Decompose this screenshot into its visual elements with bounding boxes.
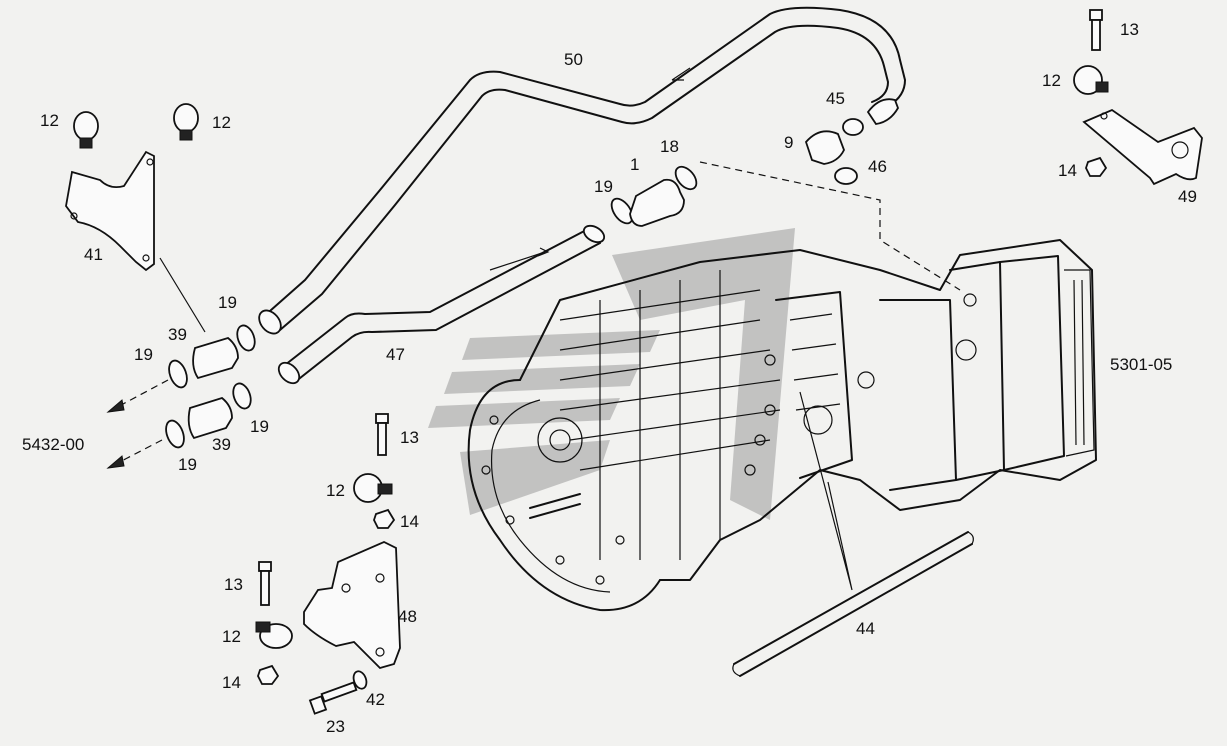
coolant-pipe-47 xyxy=(277,224,606,385)
callout-19-left-mid: 19 xyxy=(134,345,153,364)
callout-49: 49 xyxy=(1178,187,1197,206)
watermark-logo xyxy=(428,228,795,520)
clamp-12-lower xyxy=(255,621,293,649)
callout-45: 45 xyxy=(826,89,845,108)
callout-19-left-top: 19 xyxy=(218,293,237,312)
callout-12-lower: 12 xyxy=(222,627,241,646)
bracket-48 xyxy=(303,541,401,670)
callout-19-top: 19 xyxy=(594,177,613,196)
callout-5301-05: 5301-05 xyxy=(1110,355,1172,374)
nut-14-lower xyxy=(257,664,280,685)
callout-39-lower: 39 xyxy=(212,435,231,454)
bolt-23 xyxy=(308,681,358,715)
bolt-13-lower xyxy=(258,561,272,606)
callout-14-middle: 14 xyxy=(400,512,419,531)
flow-arrows-5432-00 xyxy=(106,379,169,469)
callout-23: 23 xyxy=(326,717,345,736)
hose-39-upper xyxy=(168,324,256,389)
bracket-41 xyxy=(65,150,206,333)
washer-42 xyxy=(352,670,368,690)
clamp-12-middle xyxy=(353,473,393,503)
callout-labels: 50 45 9 46 18 1 19 13 12 14 49 12 12 41 … xyxy=(22,20,1197,736)
callout-19-left-right: 19 xyxy=(250,417,269,436)
gearbox-assembly xyxy=(467,239,1097,612)
callout-14-top-right: 14 xyxy=(1058,161,1077,180)
callout-44: 44 xyxy=(856,619,875,638)
nut-14-top-right xyxy=(1085,156,1108,177)
callout-1: 1 xyxy=(630,155,639,174)
callout-48: 48 xyxy=(398,607,417,626)
callout-12-left-b: 12 xyxy=(212,113,231,132)
bolt-13-top-right xyxy=(1089,9,1103,51)
callout-13-top-right: 13 xyxy=(1120,20,1139,39)
hose-1-and-clamps xyxy=(610,161,961,291)
callout-9: 9 xyxy=(784,133,793,152)
bracket-49 xyxy=(1082,108,1203,186)
callout-39-upper: 39 xyxy=(168,325,187,344)
coolant-pipe-50 xyxy=(258,6,906,335)
clamp-12-left-a xyxy=(73,111,99,149)
callout-12-top-right: 12 xyxy=(1042,71,1061,90)
clamp-12-top-right xyxy=(1073,65,1109,95)
callout-46: 46 xyxy=(868,157,887,176)
callout-19-left-bottom: 19 xyxy=(178,455,197,474)
bolt-13-middle xyxy=(375,413,389,456)
callout-12-middle: 12 xyxy=(326,481,345,500)
callout-13-middle: 13 xyxy=(400,428,419,447)
hose-39-lower xyxy=(165,382,252,449)
callout-47: 47 xyxy=(386,345,405,364)
nut-14-middle xyxy=(373,508,396,529)
callout-18: 18 xyxy=(660,137,679,156)
callout-42: 42 xyxy=(366,690,385,709)
callout-50: 50 xyxy=(564,50,583,69)
rod-44 xyxy=(732,391,974,677)
callout-5432-00: 5432-00 xyxy=(22,435,84,454)
callout-14-lower: 14 xyxy=(222,673,241,692)
callout-41: 41 xyxy=(84,245,103,264)
callout-12-left-a: 12 xyxy=(40,111,59,130)
clamp-12-left-b xyxy=(173,103,199,141)
elbow-hose-9 xyxy=(804,98,899,185)
callout-13-lower: 13 xyxy=(224,575,243,594)
